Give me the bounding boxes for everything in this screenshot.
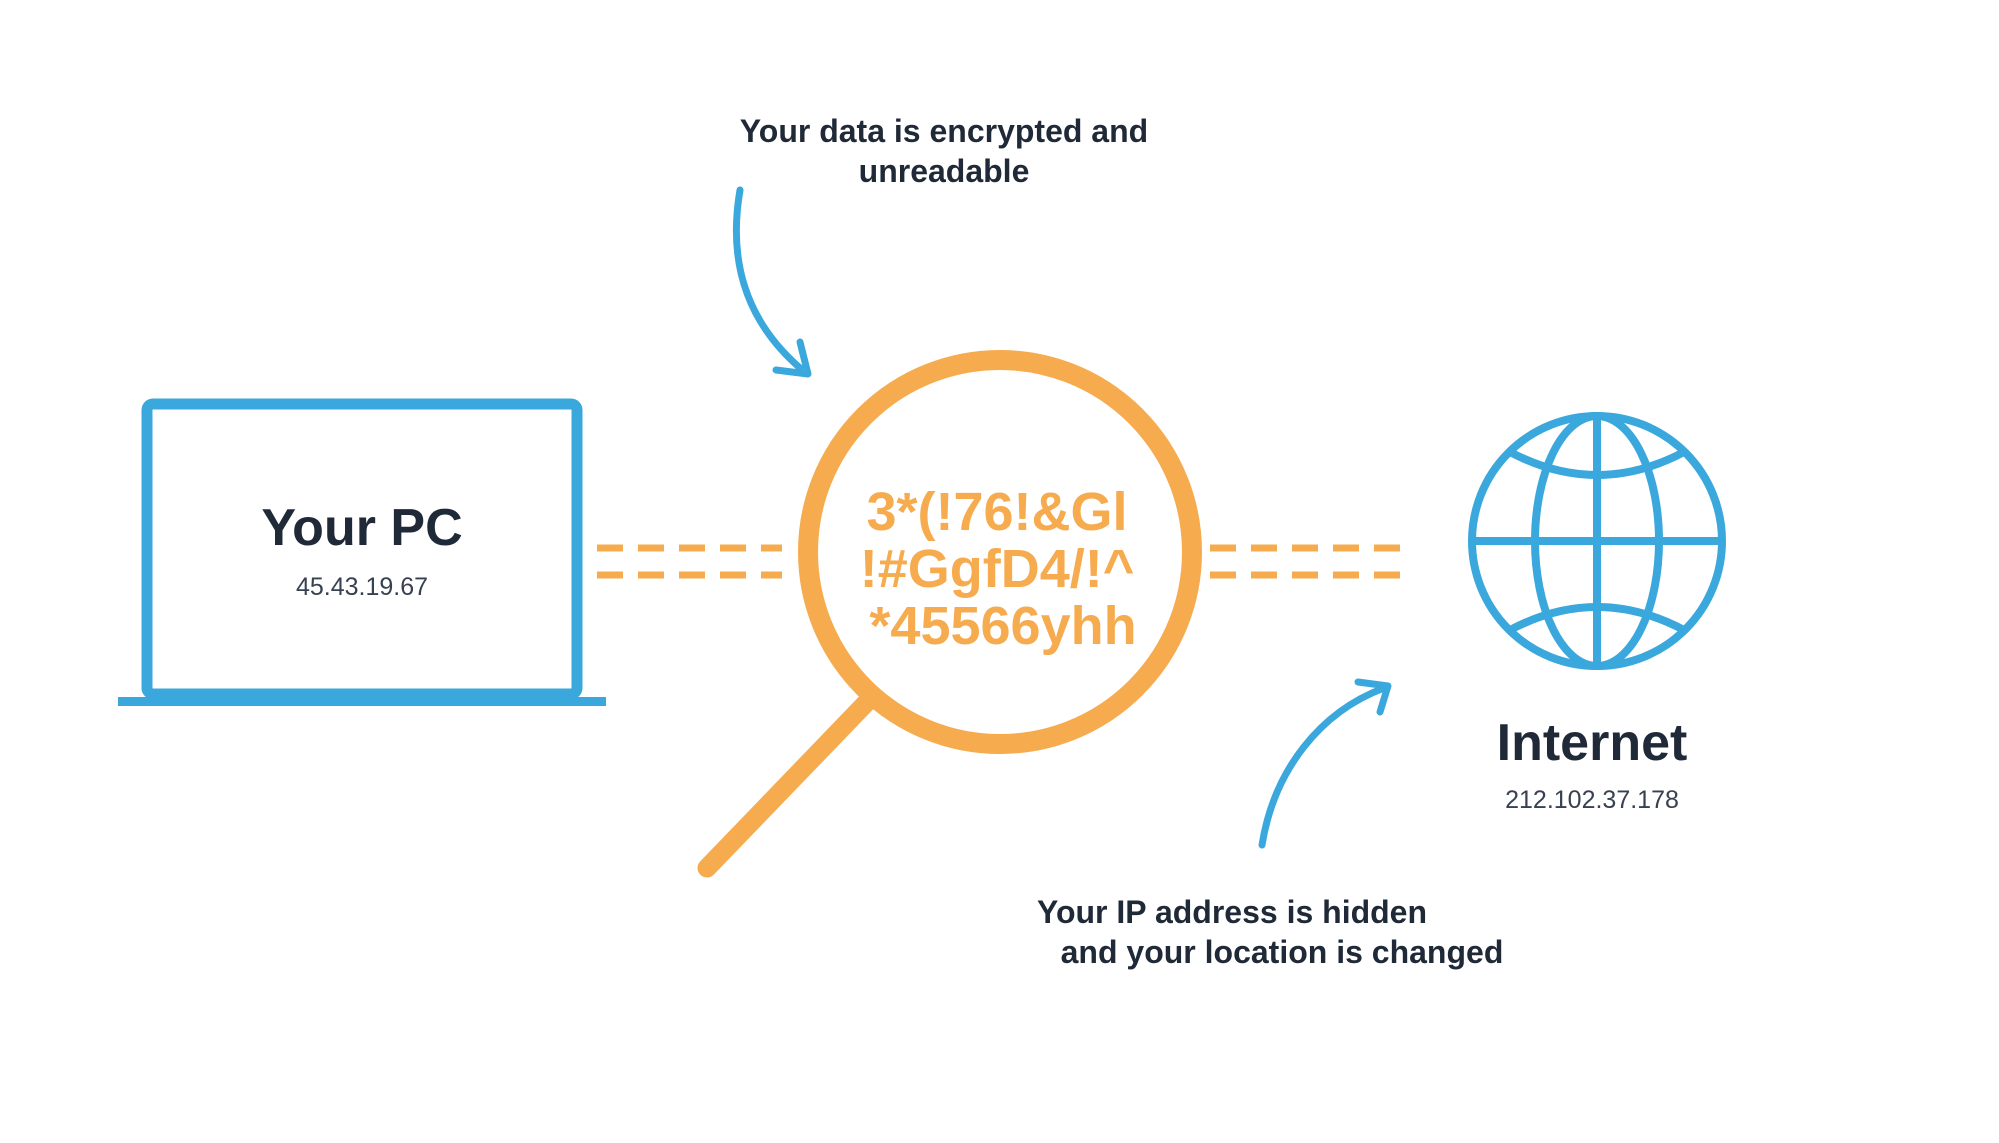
connection-left: [597, 544, 782, 579]
ip-note-line-2: and your location is changed: [1061, 934, 1504, 970]
cipher-line-2: !#GgfD4/!^: [860, 539, 1135, 599]
encryption-note-line-2: unreadable: [859, 153, 1030, 189]
cipher-line-3: *45566yhh: [869, 596, 1136, 656]
pc-title: Your PC: [261, 499, 462, 557]
encryption-note-line-1: Your data is encrypted and: [740, 113, 1148, 149]
globe-icon: [1468, 412, 1726, 670]
laptop-icon: [118, 398, 606, 706]
pc-ip: 45.43.19.67: [296, 573, 428, 601]
internet-ip: 212.102.37.178: [1505, 786, 1679, 814]
ip-note-line-1: Your IP address is hidden: [1037, 894, 1427, 930]
internet-title: Internet: [1497, 714, 1688, 772]
encryption-arrow-icon: [732, 186, 812, 378]
connection-right: [1210, 544, 1400, 579]
cipher-line-1: 3*(!76!&Gl: [866, 482, 1127, 542]
magnifier-icon: [697, 350, 1202, 878]
ip-arrow-icon: [1258, 678, 1392, 849]
